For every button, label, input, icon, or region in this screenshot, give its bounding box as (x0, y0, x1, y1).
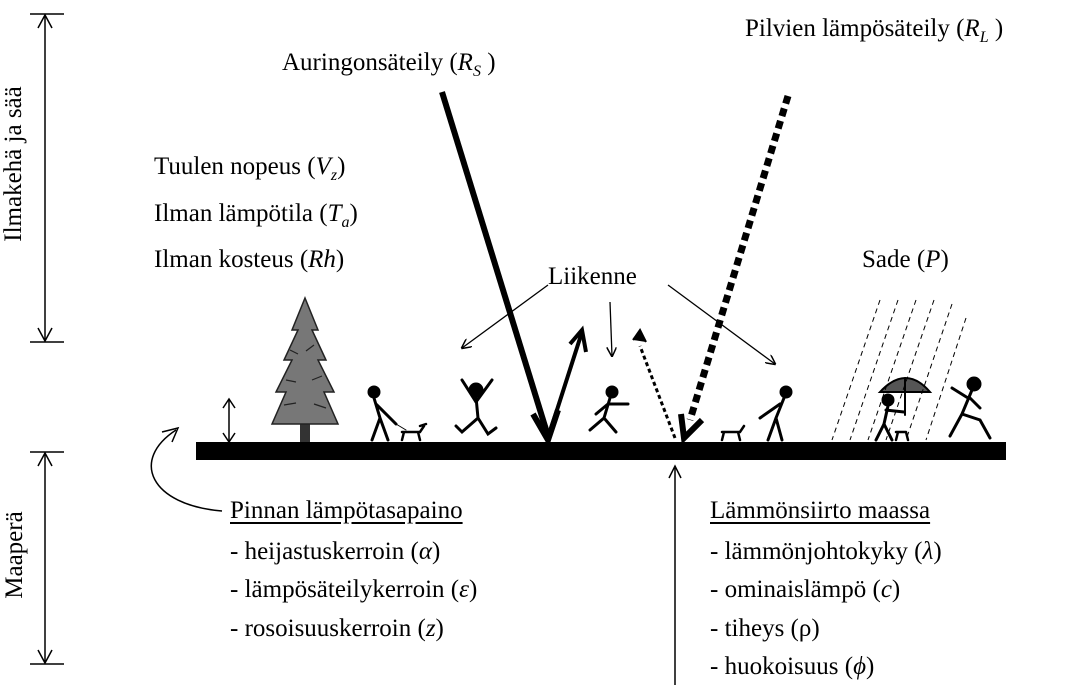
curved-arrow (151, 428, 222, 511)
emitted-radiation-arrow (633, 330, 675, 438)
soil-transfer-item: - ominaislämpö (c) (710, 575, 900, 605)
solar-radiation-arrow (442, 92, 558, 440)
soil-depth-arrow (669, 466, 681, 685)
cloud-radiation-label: Pilvien lämpösäteily (RL ) (745, 14, 1003, 53)
soil-side-label: Maaperä (1, 500, 29, 610)
figures-illustration (369, 378, 990, 440)
soil-transfer-item: - tiheys (ρ) (710, 614, 820, 644)
air-humidity-label: Ilman kosteus (Rh) (154, 245, 344, 275)
atmosphere-side-label: Ilmakehä ja sää (0, 74, 28, 254)
atmosphere-scale (30, 14, 64, 342)
soil-transfer-title: Lämmönsiirto maassa (710, 496, 930, 526)
surface-balance-item: - rosoisuuskerroin (z) (230, 614, 444, 644)
wind-speed-label: Tuulen nopeus (Vz) (154, 152, 345, 191)
rain-label: Sade (P) (862, 245, 949, 275)
rain-illustration (832, 300, 966, 440)
soil-scale (30, 452, 64, 664)
reflected-radiation-arrow (548, 330, 586, 438)
height-arrow (223, 399, 235, 442)
surface-balance-title: Pinnan lämpötasapaino (230, 496, 463, 526)
cloud-radiation-arrow (681, 96, 788, 438)
ground-surface (196, 442, 1006, 460)
traffic-label: Liikenne (548, 262, 637, 292)
surface-balance-item: - lämpösäteilykerroin (ε) (230, 575, 477, 605)
solar-radiation-label: Auringonsäteily (RS ) (282, 48, 496, 87)
air-temperature-label: Ilman lämpötila (Ta) (154, 199, 358, 238)
soil-transfer-item: - huokoisuus (ϕ) (710, 652, 874, 682)
surface-balance-item: - heijastuskerroin (α) (230, 537, 440, 567)
tree-illustration (272, 298, 338, 442)
soil-transfer-item: - lämmönjohtokyky (λ) (710, 537, 942, 567)
